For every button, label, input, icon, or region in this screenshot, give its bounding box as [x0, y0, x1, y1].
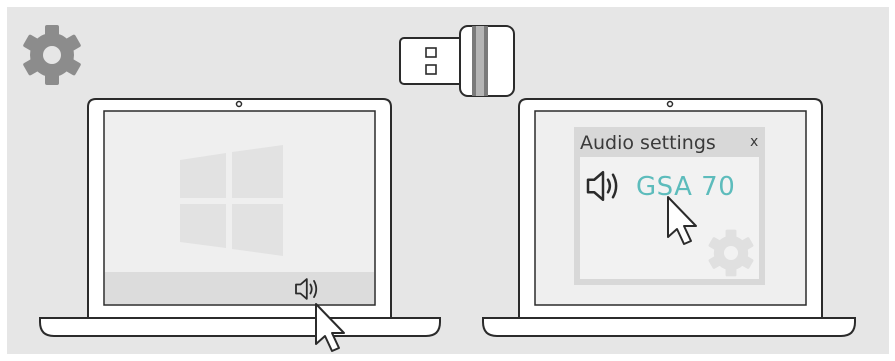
dialog-title: Audio settings [580, 132, 716, 154]
gear-icon [23, 25, 82, 85]
dialog-close-button[interactable]: x [750, 134, 758, 150]
audio-device-option[interactable]: GSA 70 [636, 172, 735, 202]
usb-dongle-icon [400, 26, 514, 96]
taskbar [105, 272, 374, 304]
